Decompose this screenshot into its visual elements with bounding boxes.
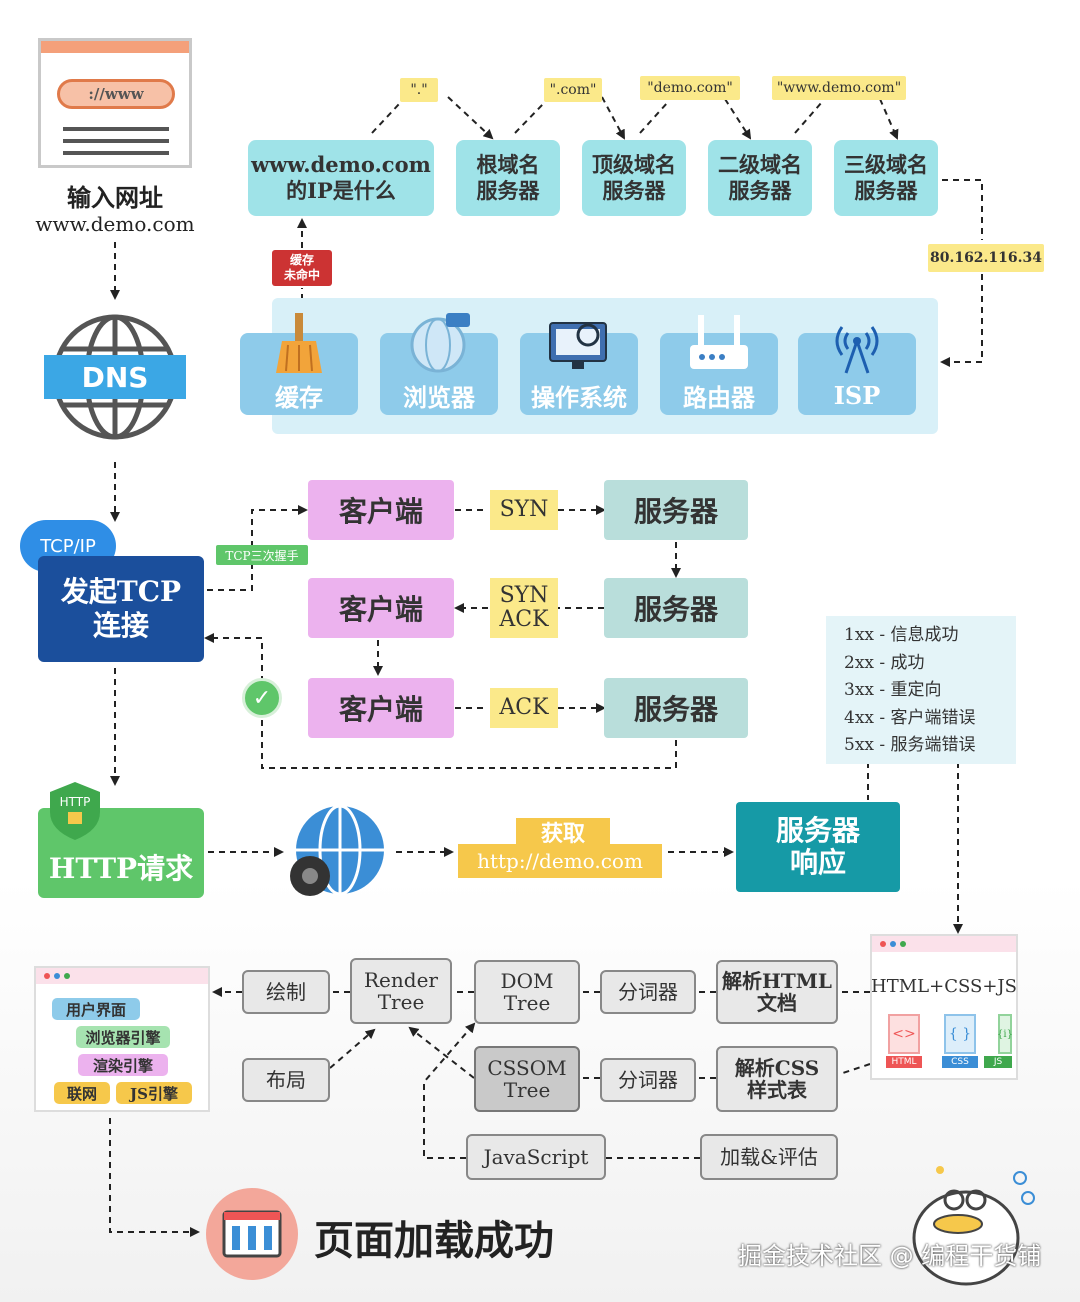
router-icon [690, 315, 748, 369]
client-box-1: 客户端 [308, 480, 454, 540]
js-file-tag: JS [984, 1056, 1012, 1068]
http-status-codes: 1xx - 信息成功 2xx - 成功 3xx - 重定向 4xx - 客户端错… [826, 616, 1016, 764]
parse-html-box: 解析HTML 文档 [716, 960, 838, 1024]
router-label: 路由器 [683, 382, 755, 412]
check-icon: ✓ [242, 678, 282, 718]
input-url-value: www.demo.com [35, 212, 195, 236]
watermark-text: 掘金技术社区 @ 编程干货铺 [738, 1242, 1042, 1270]
query-www-demo-com: "www.demo.com" [772, 76, 906, 100]
browser-window-icon: ://www [38, 38, 192, 168]
status-code-5xx: 5xx - 服务端错误 [844, 735, 976, 755]
duck-mascot-icon [896, 1160, 1046, 1286]
browser-box: 浏览器 [380, 313, 498, 415]
cache-miss-badge: 缓存 未命中 [272, 250, 332, 286]
browser-label: 浏览器 [403, 382, 475, 412]
browser-architecture-window: 用户界面 浏览器引擎 渲染引擎 联网 JS引擎 [34, 966, 210, 1112]
dns-globe-icon: DNS [44, 305, 186, 445]
globe-icon [410, 313, 470, 373]
http-shield-icon: HTTP [50, 782, 100, 840]
page-loaded-label: 页面加载成功 [314, 1217, 554, 1264]
query-root: "." [400, 78, 438, 102]
second-level-name-server: 二级域名 服务器 [708, 140, 812, 216]
stack-networking: 联网 [54, 1082, 110, 1104]
query-demo-com: "demo.com" [640, 76, 740, 100]
status-code-2xx: 2xx - 成功 [844, 652, 925, 673]
cssom-tree-box: CSSOM Tree [474, 1046, 580, 1112]
render-tree-box: Render Tree [350, 958, 452, 1024]
address-bar-text: ://www [57, 79, 175, 109]
input-url-title: 输入网址 [67, 182, 163, 212]
parse-css-box: 解析CSS 样式表 [716, 1046, 838, 1112]
js-file-icon: {i} [997, 1014, 1013, 1054]
javascript-box: JavaScript [466, 1134, 606, 1180]
stack-browser-engine: 浏览器引擎 [76, 1026, 170, 1048]
ip-question-box: www.demo.com 的IP是什么 [248, 140, 434, 216]
syn-message: SYN [490, 490, 558, 530]
stack-user-interface: 用户界面 [52, 998, 140, 1020]
dns-label: DNS [44, 355, 186, 399]
status-code-4xx: 4xx - 客户端错误 [844, 707, 976, 728]
dom-tree-box: DOM Tree [474, 960, 580, 1024]
html-file-tag: HTML [886, 1056, 922, 1068]
tld-name-server: 顶级域名 服务器 [582, 140, 686, 216]
css-file-tag: CSS [942, 1056, 978, 1068]
stack-js-engine: JS引擎 [116, 1082, 192, 1104]
paint-box: 绘制 [242, 970, 330, 1014]
html-file-icon: <> [888, 1014, 920, 1054]
cache-box: 缓存 [240, 313, 358, 415]
query-com: ".com" [544, 78, 602, 102]
isp-label: ISP [833, 380, 881, 410]
tcp-handshake-tag: TCP三次握手 [216, 545, 308, 565]
layout-box: 布局 [242, 1058, 330, 1102]
syn-ack-message: SYN ACK [490, 578, 558, 638]
web-globe-gear-icon [284, 800, 396, 904]
client-box-3: 客户端 [308, 678, 454, 738]
broom-icon [276, 313, 322, 373]
status-code-1xx: 1xx - 信息成功 [844, 625, 959, 645]
resolved-ip-label: 80.162.116.34 [928, 244, 1044, 272]
html-tokenizer-box: 分词器 [600, 970, 696, 1014]
server-box-2: 服务器 [604, 578, 748, 638]
css-file-icon: { } [944, 1014, 976, 1054]
monitor-icon [549, 322, 607, 369]
router-box: 路由器 [660, 315, 778, 415]
antenna-icon [835, 326, 879, 374]
resources-window: HTML+CSS+JS <> { } {i} HTML CSS JS [870, 934, 1018, 1080]
page-loaded-icon [204, 1186, 300, 1282]
fetch-url: http://demo.com [458, 844, 662, 878]
root-name-server: 根域名 服务器 [456, 140, 560, 216]
http-request-box: HTTP请求 [38, 808, 204, 898]
client-box-2: 客户端 [308, 578, 454, 638]
css-tokenizer-box: 分词器 [600, 1058, 696, 1102]
tcp-connect-box: 发起TCP 连接 [38, 556, 204, 662]
status-code-3xx: 3xx - 重定向 [844, 680, 942, 700]
fetch-label: 获取 [516, 818, 610, 847]
http-badge-text: HTTP [59, 795, 91, 809]
third-level-name-server: 三级域名 服务器 [834, 140, 938, 216]
cache-label: 缓存 [275, 382, 323, 412]
stack-rendering-engine: 渲染引擎 [78, 1054, 168, 1076]
os-box: 操作系统 [520, 322, 638, 415]
load-evaluate-box: 加载&评估 [700, 1134, 838, 1180]
server-box-1: 服务器 [604, 480, 748, 540]
isp-box: ISP [798, 326, 916, 415]
server-response-box: 服务器 响应 [736, 802, 900, 892]
server-box-3: 服务器 [604, 678, 748, 738]
resources-title: HTML+CSS+JS [871, 975, 1017, 997]
os-label: 操作系统 [531, 382, 627, 412]
ack-message: ACK [490, 688, 558, 728]
